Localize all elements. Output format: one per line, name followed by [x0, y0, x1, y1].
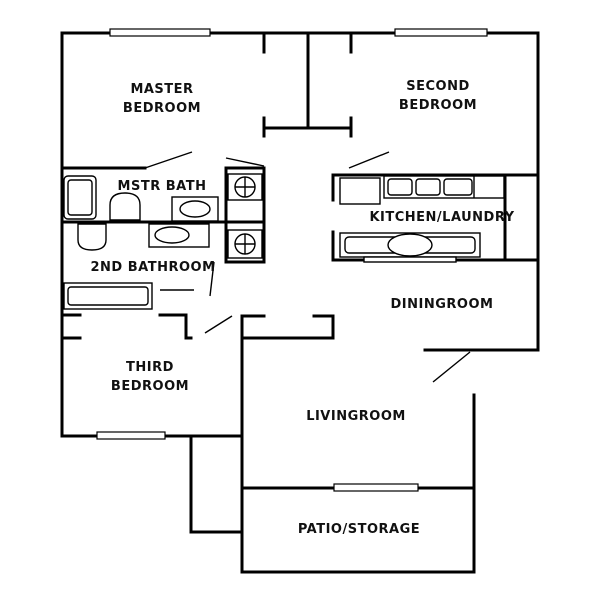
room-labels: MASTER BEDROOM SECOND BEDROOM MSTR BATH … — [91, 79, 515, 537]
window-livingroom — [333, 483, 419, 492]
label-master-bedroom-line1: MASTER — [130, 82, 193, 97]
label-second-bedroom-line2: BEDROOM — [399, 98, 477, 113]
window-third-bedroom — [96, 431, 166, 440]
label-second-bathroom: 2ND BATHROOM — [91, 260, 216, 275]
label-third-bedroom-line1: THIRD — [126, 360, 174, 375]
interior-walls — [60, 31, 540, 383]
label-kitchen-laundry: KITCHEN/LAUNDRY — [369, 210, 514, 225]
label-third-bedroom-line2: BEDROOM — [111, 379, 189, 394]
window-second-bedroom — [394, 28, 488, 37]
label-master-bath: MSTR BATH — [118, 179, 207, 194]
label-patio-storage: PATIO/STORAGE — [298, 522, 420, 537]
label-second-bedroom-line1: SECOND — [406, 79, 470, 94]
kitchen-sink — [387, 233, 433, 257]
toilet-master — [109, 192, 141, 221]
toilet-second — [77, 223, 107, 251]
windows — [96, 28, 488, 492]
stove — [339, 177, 381, 205]
label-diningroom: DININGROOM — [391, 297, 494, 312]
window-master-bedroom — [109, 28, 211, 37]
label-livingroom: LIVINGROOM — [306, 409, 406, 424]
label-master-bedroom-line2: BEDROOM — [123, 101, 201, 116]
fixtures — [63, 173, 505, 310]
